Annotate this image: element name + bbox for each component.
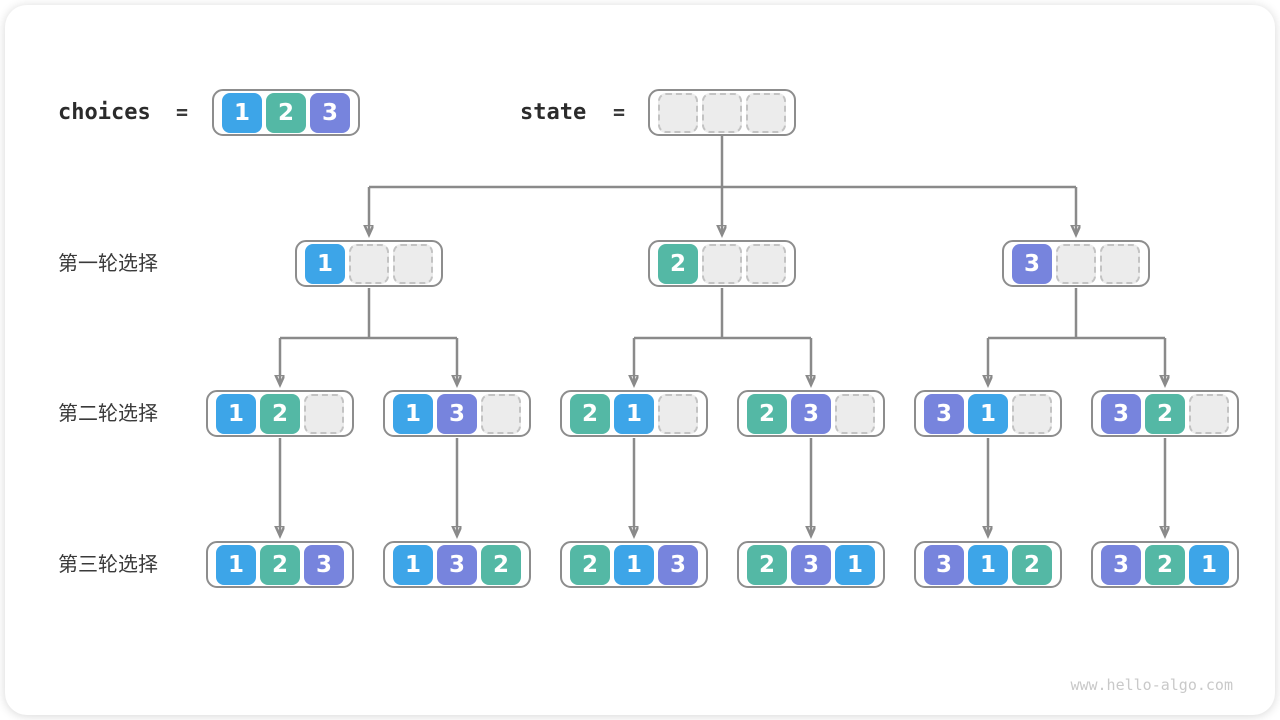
cell-1: 1 [393, 393, 433, 434]
state-node: 1 [295, 240, 443, 287]
state-node: 3 [1002, 240, 1150, 287]
cell-1: 1 [835, 544, 875, 585]
cell-2: 2 [747, 544, 787, 585]
cell-1: 1 [614, 544, 654, 585]
empty-cell [835, 393, 875, 434]
empty-cell [393, 243, 433, 284]
cell-3: 3 [437, 544, 477, 585]
cell-1: 1 [305, 243, 345, 284]
state-box [648, 89, 796, 136]
empty-cell [304, 393, 344, 434]
cell-3: 3 [791, 544, 831, 585]
cell-1: 1 [968, 393, 1008, 434]
empty-cell [1056, 243, 1096, 284]
choices-label: choices [58, 100, 151, 125]
cell-3: 3 [791, 393, 831, 434]
cell-3: 3 [924, 393, 964, 434]
empty-cell [349, 243, 389, 284]
cell-2: 2 [260, 393, 300, 434]
cell-2: 2 [747, 393, 787, 434]
connector-trunks [280, 136, 1165, 340]
cell-3: 3 [437, 393, 477, 434]
cell-1: 1 [393, 544, 433, 585]
cell-3: 3 [1101, 393, 1141, 434]
empty-cell [702, 243, 742, 284]
empty-cell [658, 92, 698, 133]
empty-cell [746, 92, 786, 133]
empty-cell [746, 243, 786, 284]
cell-3: 3 [658, 544, 698, 585]
state-node: 2 [648, 240, 796, 287]
empty-cell [658, 393, 698, 434]
cell-2: 2 [658, 243, 698, 284]
cell-2: 2 [570, 544, 610, 585]
cell-2: 2 [1145, 393, 1185, 434]
state-label: state [520, 100, 587, 125]
empty-cell [1189, 393, 1229, 434]
cell-3: 3 [1012, 243, 1052, 284]
empty-cell [1100, 243, 1140, 284]
choices-equals-sign: = [176, 100, 189, 124]
cell-1: 1 [222, 92, 262, 133]
round-3-label: 第三轮选择 [58, 552, 158, 576]
cell-3: 3 [924, 544, 964, 585]
empty-cell [1012, 393, 1052, 434]
cell-3: 3 [1101, 544, 1141, 585]
cell-1: 1 [1189, 544, 1229, 585]
cell-2: 2 [481, 544, 521, 585]
round-1-label: 第一轮选择 [58, 251, 158, 275]
watermark: www.hello-algo.com [1070, 676, 1233, 694]
cell-2: 2 [260, 544, 300, 585]
empty-cell [702, 92, 742, 133]
cell-3: 3 [310, 92, 350, 133]
cell-2: 2 [570, 393, 610, 434]
cell-3: 3 [304, 544, 344, 585]
cell-2: 2 [1012, 544, 1052, 585]
state-equals-sign: = [613, 100, 626, 124]
empty-cell [481, 393, 521, 434]
cell-1: 1 [614, 393, 654, 434]
cell-2: 2 [266, 92, 306, 133]
cell-2: 2 [1145, 544, 1185, 585]
cell-1: 1 [216, 393, 256, 434]
round-2-label: 第二轮选择 [58, 401, 158, 425]
cell-1: 1 [216, 544, 256, 585]
cell-1: 1 [968, 544, 1008, 585]
